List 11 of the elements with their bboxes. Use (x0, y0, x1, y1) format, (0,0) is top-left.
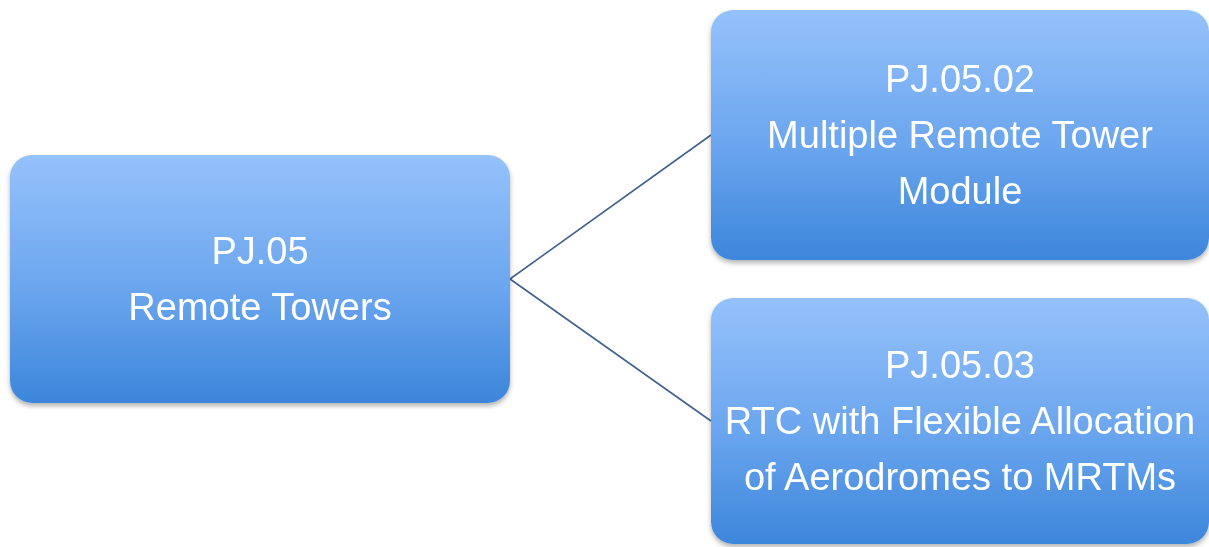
process-box (10, 155, 510, 403)
box-code: PJ.05.03 (885, 342, 1035, 388)
process-box (711, 298, 1209, 544)
box-title: Multiple Remote Tower Module (766, 112, 1154, 215)
connector-line (509, 278, 712, 422)
box-title: Remote Towers (128, 285, 392, 330)
box-title: RTC with Flexible Allocation of Aerodromes to MRTMs (723, 398, 1197, 501)
box-code: PJ.05 (211, 228, 309, 274)
box-code: PJ.05.02 (885, 56, 1035, 102)
process-box (711, 10, 1209, 260)
connector-line (509, 134, 712, 280)
